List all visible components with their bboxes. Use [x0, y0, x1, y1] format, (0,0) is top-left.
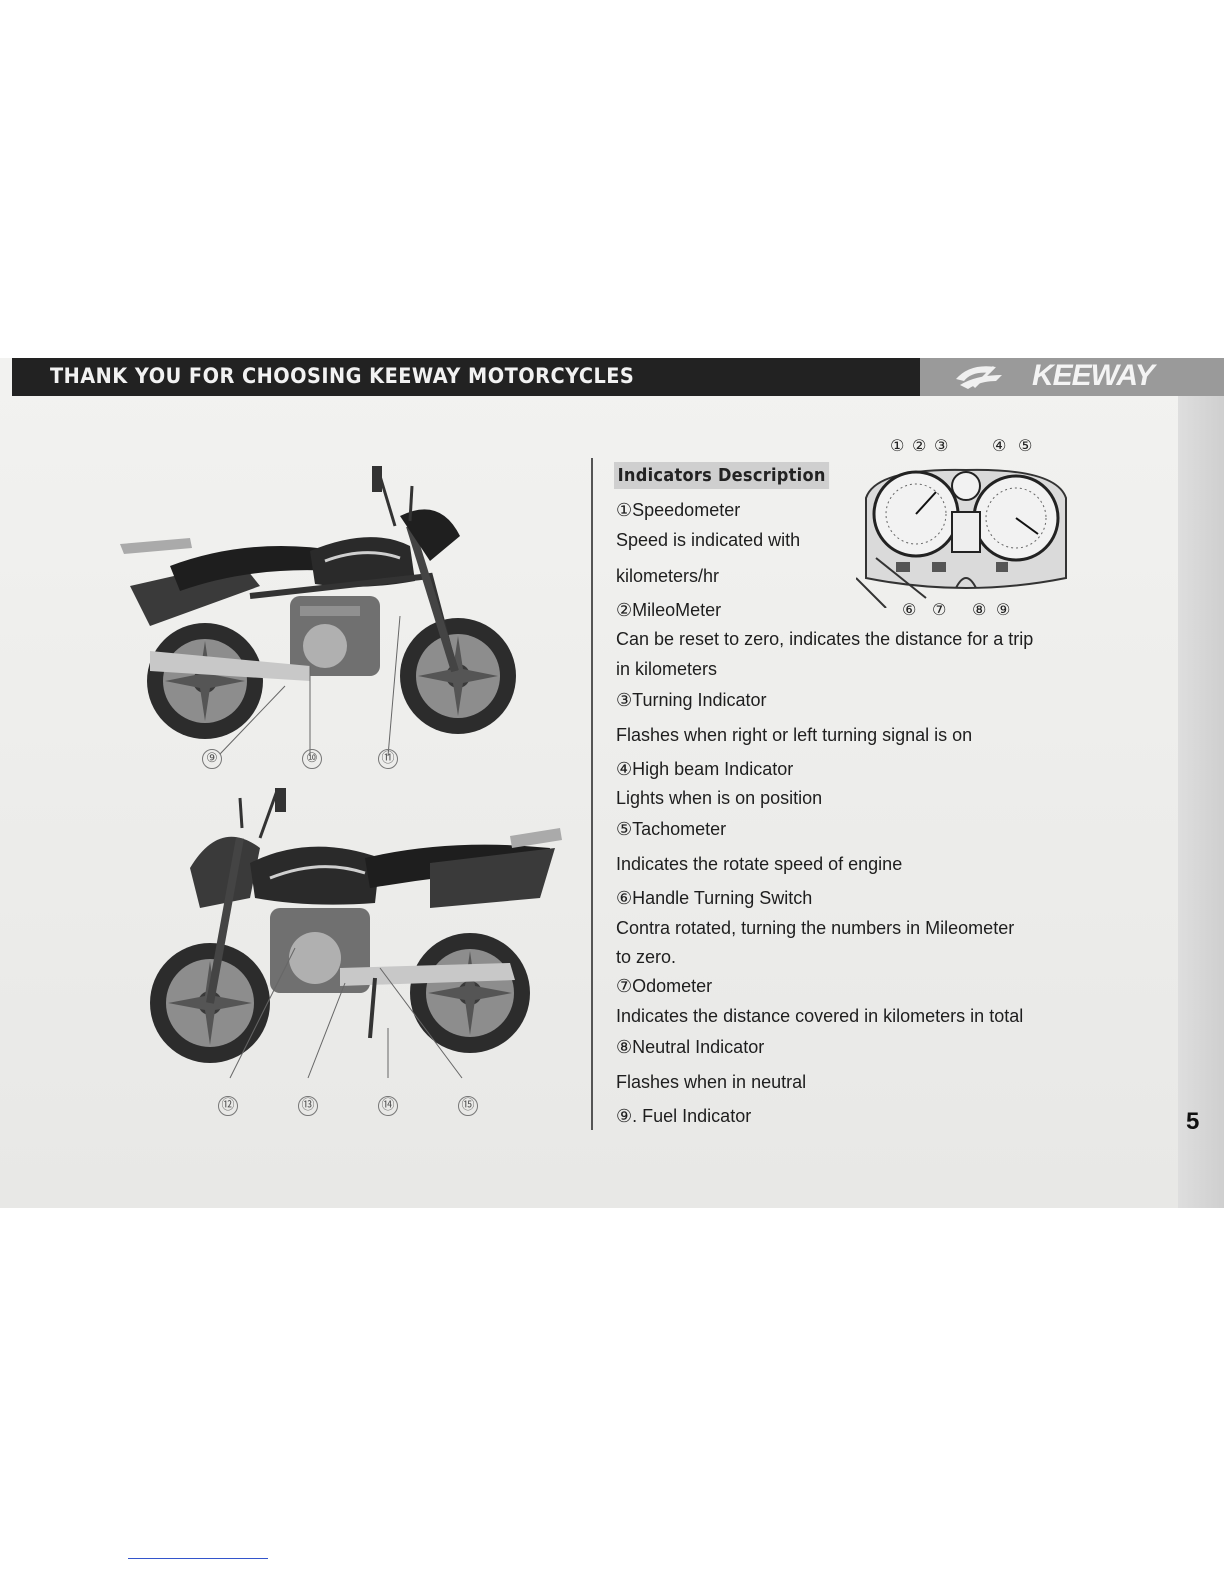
dash-callout-1: ①	[890, 436, 905, 455]
dash-callout-6: ⑥	[902, 600, 917, 619]
indicator-line: ⑦Odometer	[616, 976, 713, 996]
page-edge	[1178, 396, 1224, 1208]
indicator-line: to zero.	[616, 947, 677, 967]
indicator-line: ④High beam Indicator	[616, 759, 794, 779]
manual-page: THANK YOU FOR CHOOSING KEEWAY MOTORCYCLE…	[0, 358, 1224, 1208]
brand-logo-panel: KEEWAY	[920, 358, 1224, 396]
indicator-line: ⑨. Fuel Indicator	[616, 1106, 752, 1126]
motorcycle-left-side-image	[150, 788, 562, 1079]
callout-11: ⑪	[378, 749, 398, 769]
indicator-line: Flashes when in neutral	[616, 1072, 807, 1092]
indicator-line: Flashes when right or left turning signa…	[616, 725, 973, 745]
instrument-cluster-image	[856, 468, 1067, 608]
callout-10: ⑩	[302, 749, 322, 769]
keeway-logo-icon	[956, 365, 1002, 389]
dash-callout-5: ⑤	[1018, 436, 1033, 455]
dash-callout-8: ⑧	[972, 600, 987, 619]
indicator-line: Can be reset to zero, indicates the dist…	[616, 629, 1034, 649]
callout-13: ⑬	[298, 1096, 318, 1116]
dash-callout-3: ③	[934, 436, 949, 455]
indicator-line: Indicates the rotate speed of engine	[616, 854, 903, 874]
dash-callout-9: ⑨	[996, 600, 1011, 619]
indicator-line: Contra rotated, turning the numbers in M…	[616, 918, 1015, 938]
callout-14: ⑭	[378, 1096, 398, 1116]
page-number: 5	[1186, 1108, 1200, 1135]
link-underline	[128, 1558, 268, 1559]
indicator-line: in kilometers	[616, 659, 718, 679]
indicator-line: kilometers/hr	[616, 566, 720, 586]
motorcycle-right-side-image	[120, 466, 516, 757]
header-title: THANK YOU FOR CHOOSING KEEWAY MOTORCYCLE…	[50, 364, 635, 388]
indicator-line: ⑤Tachometer	[616, 819, 727, 839]
indicator-line: ③Turning Indicator	[616, 690, 767, 710]
callout-15: ⑮	[458, 1096, 478, 1116]
header-bar: THANK YOU FOR CHOOSING KEEWAY MOTORCYCLE…	[12, 358, 1224, 396]
column-divider	[591, 458, 593, 1130]
callout-12: ⑫	[218, 1096, 238, 1116]
indicator-line: Lights when is on position	[616, 788, 823, 808]
dash-callout-4: ④	[992, 436, 1007, 455]
indicator-line: ⑧Neutral Indicator	[616, 1037, 765, 1057]
indicator-line: Indicates the distance covered in kilome…	[616, 1006, 1024, 1026]
dash-callout-7: ⑦	[932, 600, 947, 619]
dash-callout-2: ②	[912, 436, 927, 455]
indicator-line: ②MileoMeter	[616, 600, 722, 620]
callout-9: ⑨	[202, 749, 222, 769]
indicators-title: Indicators Description	[614, 462, 830, 489]
brand-name: KEEWAY	[1032, 359, 1155, 392]
indicator-line: ⑥Handle Turning Switch	[616, 888, 813, 908]
indicator-line: ①Speedometer	[616, 500, 741, 520]
indicator-line: Speed is indicated with	[616, 530, 801, 550]
